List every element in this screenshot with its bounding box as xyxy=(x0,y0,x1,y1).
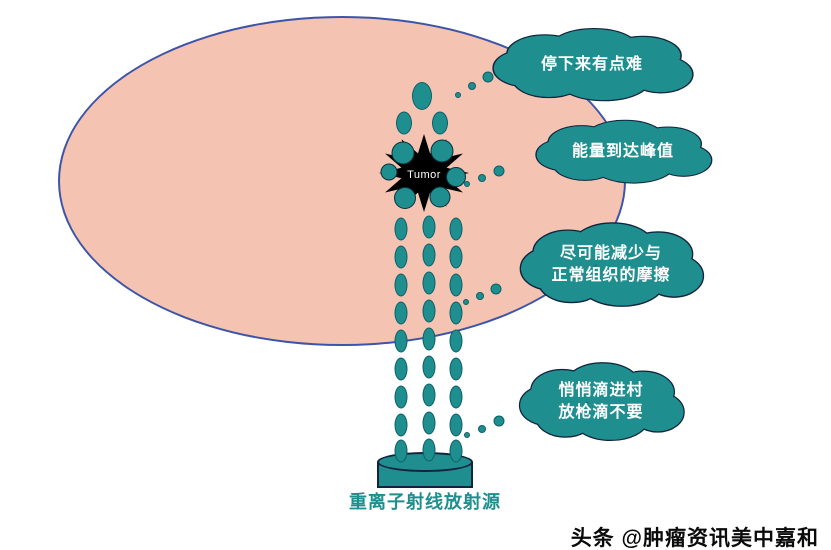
trail-dot xyxy=(464,432,470,438)
beam-particle xyxy=(422,411,436,435)
callout-line: 放枪滴不要 xyxy=(558,404,644,421)
callout-line: 悄悄滴进村 xyxy=(558,382,644,400)
beam-particle xyxy=(449,385,463,409)
radiation-source-cylinder-top xyxy=(377,452,473,472)
beam-particle xyxy=(422,383,436,407)
callout-reduce-friction: 尽可能减少与 正常组织的摩擦 xyxy=(512,220,710,310)
callout-text: 能量到达峰值 xyxy=(528,118,718,186)
callout-line: 正常组织的摩擦 xyxy=(551,267,671,284)
callout-text: 悄悄滴进村 放枪滴不要 xyxy=(512,360,690,444)
tumor-label: Tumor xyxy=(407,169,441,181)
callout-energy-peak: 能量到达峰值 xyxy=(528,118,718,186)
beam-particle xyxy=(449,357,463,381)
callout-hard-to-stop: 停下来有点难 xyxy=(484,26,700,104)
trail-dot xyxy=(493,415,505,427)
callout-line: 停下来有点难 xyxy=(540,56,643,74)
callout-text: 停下来有点难 xyxy=(484,26,700,104)
callout-quietly-enter: 悄悄滴进村 放枪滴不要 xyxy=(512,360,690,444)
callout-line: 尽可能减少与 xyxy=(559,245,662,263)
callout-text: 尽可能减少与 正常组织的摩擦 xyxy=(512,220,710,310)
callout-line: 能量到达峰值 xyxy=(571,143,674,161)
beam-particle xyxy=(394,413,408,437)
beam-particle xyxy=(394,385,408,409)
footer-watermark: 头条 @肿瘤资讯美中嘉和 xyxy=(570,527,819,550)
beam-particle xyxy=(394,357,408,381)
beam-particle xyxy=(449,413,463,437)
source-label: 重离子射线放射源 xyxy=(349,492,501,512)
trail-dot xyxy=(478,425,486,433)
beam-particle xyxy=(422,355,436,379)
